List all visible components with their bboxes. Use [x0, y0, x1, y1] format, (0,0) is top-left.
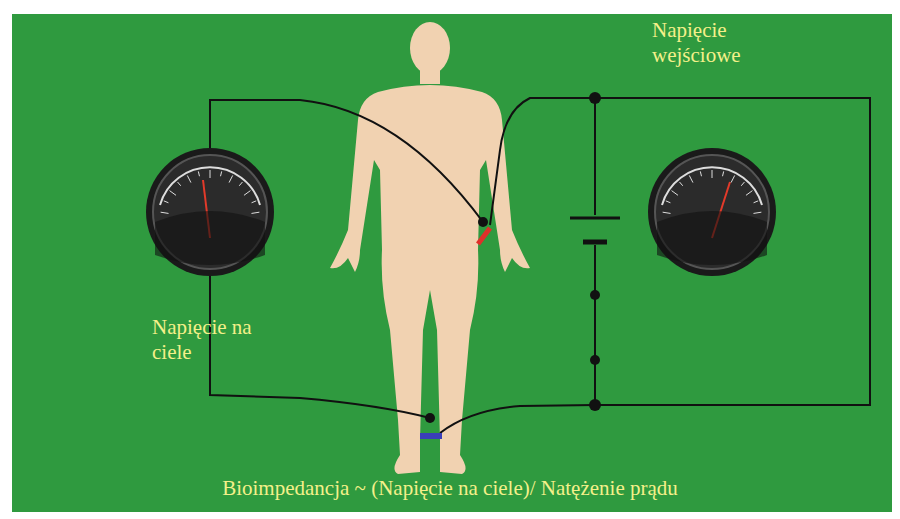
gauge-tick: [672, 191, 678, 196]
voltmeter-gauge: [648, 148, 776, 276]
gauge-tick: [754, 201, 759, 203]
gauge-tick: [251, 212, 259, 213]
body-voltage-label: Napięcie na ciele: [152, 315, 262, 365]
voltmeter-gauge: [146, 148, 274, 276]
formula-label: Bioimpedancja ~ (Napięcie na ciele)/ Nat…: [120, 476, 780, 501]
gauge-tick: [239, 182, 242, 186]
gauge-tick: [244, 191, 250, 196]
gauge-tick: [221, 171, 222, 176]
wrist-electrode: [478, 228, 490, 244]
gauge-tick: [229, 175, 233, 182]
gauge-tick: [178, 182, 181, 186]
human-silhouette: [330, 22, 530, 474]
gauge-tick: [731, 175, 735, 182]
junction-dots: [425, 92, 601, 423]
gauge-tick: [198, 171, 199, 176]
gauge-tick: [164, 201, 169, 203]
ankle-electrode: [420, 433, 442, 439]
green-ground: [12, 14, 892, 512]
gauge-ticks: [161, 170, 762, 213]
gauge-tick: [161, 212, 169, 213]
gauge-tick: [712, 170, 713, 178]
gauge-tick: [663, 212, 671, 213]
gauge-tick: [746, 191, 752, 196]
gauge-tick: [187, 175, 191, 182]
gauge-tick: [741, 182, 744, 186]
gauge-tick: [700, 171, 701, 176]
input-voltage-label: Napięcie wejściowe: [652, 18, 802, 68]
gauge-tick: [753, 212, 761, 213]
gauge-tick: [252, 201, 257, 203]
gauge-tick: [210, 170, 211, 178]
gauge-tick: [723, 171, 724, 176]
battery-symbol: [570, 218, 620, 242]
gauge-tick: [689, 175, 693, 182]
gauge-tick: [666, 201, 671, 203]
gauge-tick: [170, 191, 176, 196]
wires: [210, 98, 870, 433]
gauge-tick: [680, 182, 683, 186]
